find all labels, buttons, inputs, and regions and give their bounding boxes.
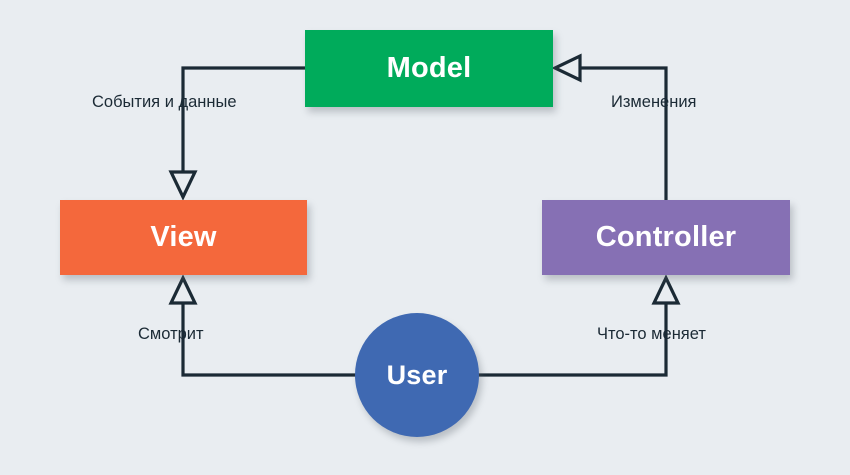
edge-label-model-to-view: События и данные (92, 93, 237, 111)
node-controller[interactable]: Controller (542, 200, 790, 275)
edge-controller-to-model-line (580, 66, 668, 200)
edge-controller-to-model (551, 53, 668, 200)
arrowhead-up-icon (651, 274, 681, 305)
arrowhead-down-icon (168, 170, 198, 201)
arrowhead-left-icon (551, 53, 582, 83)
node-view[interactable]: View (60, 200, 307, 275)
edge-label-controller-to-model: Изменения (611, 93, 697, 111)
node-user[interactable]: User (355, 313, 479, 437)
edge-label-user-to-view: Смотрит (138, 325, 204, 343)
edge-user-to-view-line (181, 303, 356, 377)
edge-model-to-view (168, 66, 305, 201)
edge-label-user-to-controller: Что-то меняет (597, 325, 706, 343)
node-controller-label: Controller (595, 221, 737, 253)
edge-user-to-view (168, 274, 356, 377)
node-user-label: User (386, 359, 448, 390)
edge-user-to-controller-line (478, 303, 668, 377)
edge-model-to-view-line (181, 66, 305, 172)
node-model-label: Model (386, 52, 472, 84)
node-view-label: View (150, 221, 217, 253)
node-model[interactable]: Model (305, 30, 553, 107)
arrowhead-up-icon (168, 274, 198, 305)
edge-user-to-controller (478, 274, 681, 377)
